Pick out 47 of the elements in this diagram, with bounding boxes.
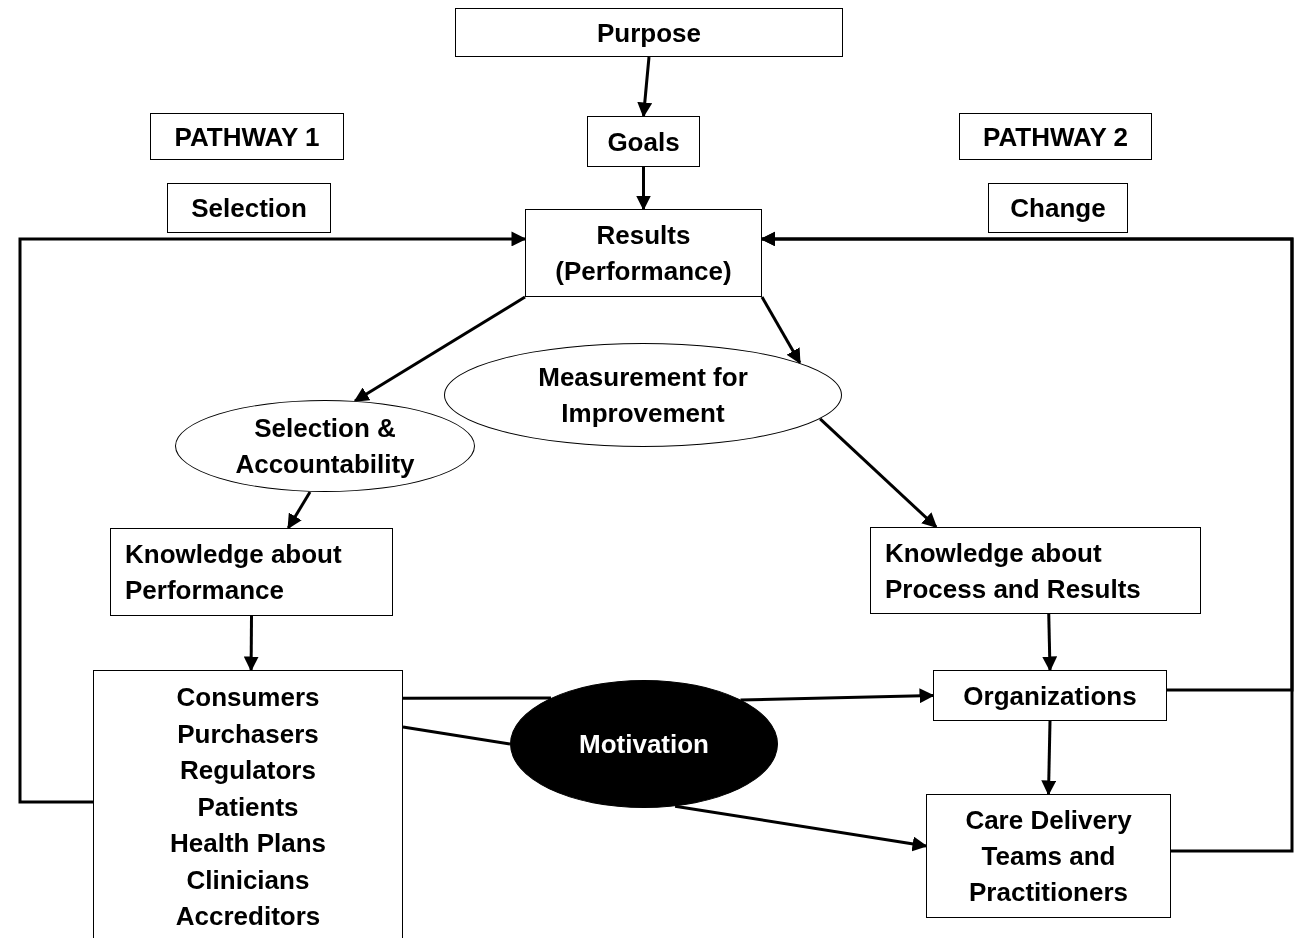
process-box bbox=[933, 670, 1167, 721]
node-label: Purpose bbox=[597, 16, 701, 50]
arrow bbox=[636, 167, 651, 211]
node-label: Change bbox=[1010, 192, 1106, 225]
node-label: Care Delivery Teams and Practitioners bbox=[964, 804, 1133, 909]
node-label: Selection & Accountability bbox=[234, 412, 416, 481]
process-box bbox=[93, 670, 403, 938]
node-label: Motivation bbox=[579, 728, 709, 761]
node-label: PATHWAY 2 bbox=[983, 120, 1128, 154]
process-box bbox=[926, 794, 1171, 918]
node-label: Health Plans bbox=[169, 827, 327, 860]
arrow bbox=[760, 296, 802, 365]
arrow bbox=[819, 417, 938, 529]
node-label: Measurement for Improvement bbox=[537, 361, 749, 430]
node-label: Knowledge about Process and Results bbox=[885, 536, 1142, 606]
connector-line bbox=[402, 725, 511, 746]
process-box bbox=[110, 528, 393, 616]
arrow bbox=[740, 688, 935, 704]
process-box bbox=[167, 183, 331, 233]
arrow bbox=[243, 616, 259, 672]
arrow bbox=[1041, 720, 1057, 796]
process-box bbox=[870, 527, 1201, 614]
process-box bbox=[150, 113, 344, 160]
node-label: Consumers bbox=[176, 681, 320, 714]
arrow bbox=[760, 231, 1294, 853]
connector-line bbox=[403, 696, 551, 700]
process-box bbox=[587, 116, 700, 167]
node-label: Patients bbox=[197, 790, 299, 824]
arrow bbox=[637, 56, 653, 118]
process-box bbox=[455, 8, 843, 57]
node-label: Organizations bbox=[963, 679, 1137, 713]
node-label: PATHWAY 1 bbox=[174, 120, 320, 154]
node-label: Accreditors bbox=[175, 900, 321, 933]
arrow bbox=[674, 804, 928, 852]
process-box bbox=[988, 183, 1128, 233]
arrow bbox=[1042, 613, 1058, 672]
arrow bbox=[18, 231, 527, 804]
node-label: Regulators bbox=[180, 754, 316, 787]
node-label: Results (Performance) bbox=[554, 219, 733, 288]
process-box bbox=[525, 209, 762, 297]
node-label: Purchasers bbox=[177, 717, 319, 751]
node-label: Goals bbox=[607, 125, 680, 159]
arrow bbox=[287, 491, 312, 530]
node-label: Knowledge about Performance bbox=[125, 538, 343, 607]
process-box bbox=[959, 113, 1152, 160]
node-label: Selection bbox=[191, 192, 307, 225]
node-label: Clinicians bbox=[186, 863, 310, 897]
